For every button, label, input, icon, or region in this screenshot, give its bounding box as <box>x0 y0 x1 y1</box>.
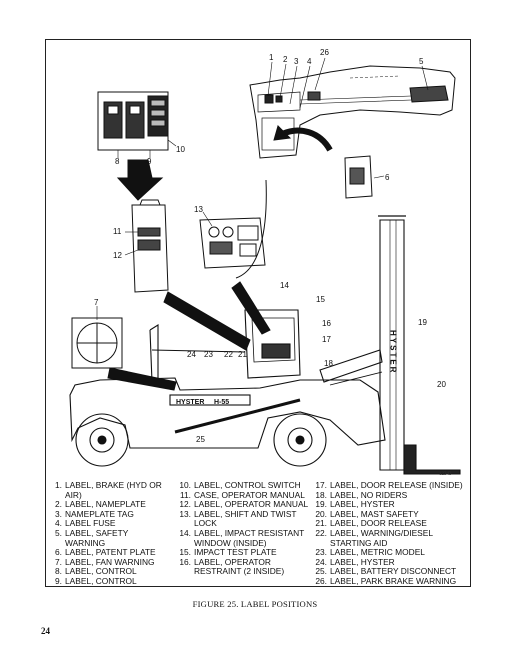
legend-item: WINDOW (INSIDE) <box>194 537 267 548</box>
callout-15: 15 <box>316 295 325 304</box>
brand-side-text: HYSTER <box>176 399 204 406</box>
callout-24: 24 <box>187 350 196 359</box>
legend-item: AIR) <box>65 489 82 500</box>
legend-item: 16.LABEL, OPERATOR <box>179 556 271 567</box>
patent-plate-detail <box>344 155 385 199</box>
legend-item: 14.LABEL, IMPACT RESISTANT <box>179 527 305 538</box>
legend-item: 3.NAMEPLATE TAG <box>55 508 134 519</box>
fan-warning-detail <box>71 306 123 369</box>
legend-item: 5.LABEL, SAFETY <box>55 527 129 538</box>
callout-8: 8 <box>115 157 120 166</box>
legend-column-2: 10.LABEL, CONTROL SWITCH 11.CASE, OPERAT… <box>175 480 309 577</box>
callout-11: 11 <box>113 227 122 236</box>
page-number: 24 <box>41 626 50 636</box>
arrow-shift <box>231 281 271 335</box>
legend-item: RESTRAINT (2 INSIDE) <box>194 566 285 577</box>
callout-23: 23 <box>204 350 213 359</box>
arrow-manual <box>163 291 251 351</box>
legend-item: LOCK <box>194 518 217 529</box>
arrow-panel <box>116 159 164 201</box>
brand-mast-text: HYSTER <box>389 330 398 374</box>
callout-1: 1 <box>269 53 274 62</box>
callout-9: 9 <box>147 157 152 166</box>
legend-item: 15.IMPACT TEST PLATE <box>179 547 277 558</box>
callout-4: 4 <box>307 57 312 66</box>
legend-item: 19.LABEL, HYSTER <box>315 499 395 510</box>
legend-item: 21.LABEL, DOOR RELEASE <box>315 518 427 529</box>
legend-item: 25.LABEL, BATTERY DISCONNECT <box>315 566 457 577</box>
legend-item: 7.LABEL, FAN WARNING <box>55 556 155 567</box>
overhead-panel-detail <box>249 65 456 159</box>
legend-item: 20.LABEL, MAST SAFETY <box>315 508 419 519</box>
legend-item: 1.LABEL, BRAKE (HYD OR <box>55 480 162 490</box>
callout-7: 7 <box>94 298 99 307</box>
callout-19: 19 <box>418 318 427 327</box>
callout-18: 18 <box>324 359 333 368</box>
label-positions-illustration: HYSTER H-55 HYSTER 1 2 3 4 5 6 7 8 9 10 … <box>69 48 461 475</box>
callout-22: 22 <box>224 350 233 359</box>
callout-3: 3 <box>294 57 299 66</box>
legend-item: 8.LABEL, CONTROL <box>55 566 137 577</box>
legend-item: 11.CASE, OPERATOR MANUAL <box>179 489 305 500</box>
figure-caption: FIGURE 25. LABEL POSITIONS <box>192 599 318 609</box>
legend-column-1: 1.LABEL, BRAKE (HYD OR AIR) 2.LABEL, NAM… <box>50 480 162 587</box>
legend-item: 6.LABEL, PATENT PLATE <box>55 547 156 558</box>
callout-26: 26 <box>320 48 329 57</box>
top-leaders <box>267 57 429 109</box>
legend-item: 2.LABEL, NAMEPLATE <box>55 499 146 510</box>
legend-item: 22.LABEL, WARNING/DIESEL <box>315 527 434 538</box>
legend-item: STARTING AID <box>330 537 388 548</box>
legend-column-3: 17.LABEL, DOOR RELEASE (INSIDE) 18.LABEL… <box>311 480 463 587</box>
arrow-overhead <box>280 127 333 152</box>
arrow-fan <box>107 367 177 391</box>
callout-16: 16 <box>322 319 331 328</box>
legend-item: 24.LABEL, HYSTER <box>315 556 395 567</box>
legend-item: 9.LABEL, CONTROL <box>55 575 137 586</box>
legend-item: 26.LABEL, PARK BRAKE WARNING <box>315 575 457 586</box>
figure-frame <box>45 39 471 587</box>
callout-12: 12 <box>113 251 122 260</box>
callout-10: 10 <box>176 145 185 154</box>
callout-5: 5 <box>419 57 424 66</box>
legend-item: 17.LABEL, DOOR RELEASE (INSIDE) <box>315 480 463 490</box>
legend-item: 10.LABEL, CONTROL SWITCH <box>179 480 301 490</box>
callout-14: 14 <box>280 281 289 290</box>
callout-21: 21 <box>238 350 247 359</box>
control-panel-detail <box>97 91 177 158</box>
callout-13: 13 <box>194 205 203 214</box>
callout-2: 2 <box>283 55 288 64</box>
legend-item: 12.LABEL, OPERATOR MANUAL <box>179 499 309 510</box>
model-badge-text: H-55 <box>214 399 229 406</box>
callout-numbers: 1 2 3 4 5 6 7 8 9 10 11 12 13 14 15 16 1… <box>94 48 446 444</box>
manual-case-detail <box>124 199 169 293</box>
callout-25: 25 <box>196 435 205 444</box>
forklift-truck <box>69 215 461 475</box>
legend-item: 23.LABEL, METRIC MODEL <box>315 547 425 558</box>
callout-6: 6 <box>385 173 390 182</box>
shift-lever-detail <box>199 179 267 279</box>
callout-17: 17 <box>322 335 331 344</box>
legend-item: WARNING <box>65 537 106 548</box>
figure-code: 12343 <box>439 472 452 477</box>
legend-item: 4.LABEL FUSE <box>55 518 116 529</box>
callout-20: 20 <box>437 380 446 389</box>
legend-item: 18.LABEL, NO RIDERS <box>315 489 408 500</box>
legend-item: 13.LABEL, SHIFT AND TWIST <box>179 508 297 519</box>
